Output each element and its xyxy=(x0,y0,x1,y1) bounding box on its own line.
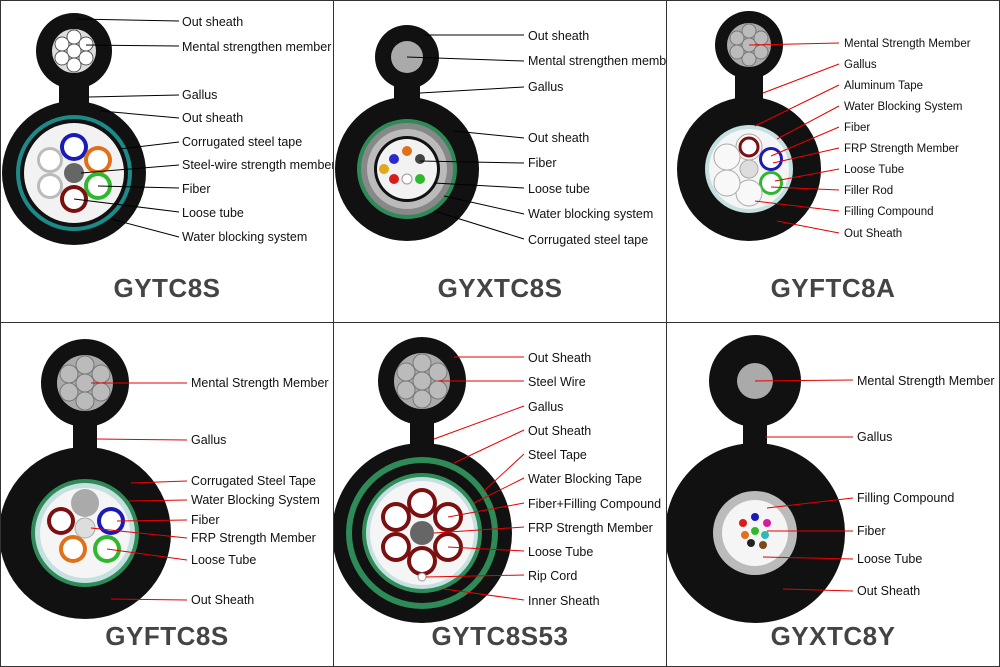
gytc8s-label-6: Steel-wire strength member xyxy=(182,158,334,172)
gyftc8s-label-6: FRP Strength Member xyxy=(191,531,316,545)
gyftc8a-title: GYFTC8A xyxy=(770,273,896,303)
panel-gyftc8s: Mental Strength Member Gallus Corrugated… xyxy=(0,322,334,667)
gytc8s53-label-5: Steel Tape xyxy=(528,448,587,462)
panel-gytc8s: Out sheath Mental strengthen member Gall… xyxy=(0,0,334,323)
gytc8s53-cross-section xyxy=(334,337,525,623)
panel-gyxtc8s: Out sheath Mental strengthen membe Gallu… xyxy=(333,0,667,323)
gyxtc8s-label-2: Mental strengthen membe xyxy=(528,54,667,68)
gyxtc8y-label-2: Gallus xyxy=(857,430,893,444)
gyftc8s-label-8: Out Sheath xyxy=(191,593,255,607)
gyftc8a-label-2: Gallus xyxy=(844,59,877,71)
gytc8s53-title: GYTC8S53 xyxy=(431,621,569,651)
gyftc8a-label-9: Filling Compound xyxy=(844,206,934,218)
gytc8s-label-7: Fiber xyxy=(182,182,211,196)
gyftc8a-label-4: Water Blocking System xyxy=(844,101,963,113)
gyftc8s-label-3: Corrugated Steel Tape xyxy=(191,474,316,488)
gyftc8s-label-2: Gallus xyxy=(191,433,227,447)
gyftc8s-label-5: Fiber xyxy=(191,513,220,527)
gyftc8s-cross-section xyxy=(1,339,188,619)
gyxtc8s-label-6: Loose tube xyxy=(528,182,590,196)
gyxtc8y-label-5: Loose Tube xyxy=(857,552,923,566)
gyxtc8y-label-1: Mental Strength Member xyxy=(857,374,995,388)
gyxtc8y-cross-section xyxy=(667,335,854,623)
gytc8s-label-4: Out sheath xyxy=(182,111,244,125)
gytc8s-label-2: Mental strengthen member xyxy=(182,40,332,54)
gyxtc8s-label-5: Fiber xyxy=(528,156,557,170)
gyxtc8s-label-7: Water blocking system xyxy=(528,207,654,221)
gytc8s53-label-3: Gallus xyxy=(528,400,564,414)
gytc8s-label-1: Out sheath xyxy=(182,15,244,29)
gyxtc8s-cross-section xyxy=(335,25,525,241)
gyftc8a-label-6: FRP Strength Member xyxy=(844,143,959,155)
panel-gytc8s53: Out Sheath Steel Wire Gallus Out Sheath … xyxy=(333,322,667,667)
gyxtc8s-label-1: Out sheath xyxy=(528,29,590,43)
gyftc8s-label-4: Water Blocking System xyxy=(191,493,320,507)
gytc8s53-label-9: Loose Tube xyxy=(528,545,594,559)
gyftc8s-title: GYFTC8S xyxy=(105,621,229,651)
gyxtc8s-title: GYXTC8S xyxy=(437,273,563,303)
gytc8s-label-3: Gallus xyxy=(182,88,218,102)
gytc8s53-label-11: Inner Sheath xyxy=(528,594,600,608)
panel-gyftc8a: Mental Strength Member Gallus Aluminum T… xyxy=(666,0,1000,323)
gytc8s53-label-4: Out Sheath xyxy=(528,424,592,438)
gyftc8a-label-10: Out Sheath xyxy=(844,228,903,240)
gytc8s53-label-8: FRP Strength Member xyxy=(528,521,653,535)
gyftc8a-cross-section xyxy=(677,11,840,241)
gyftc8a-label-5: Fiber xyxy=(844,122,871,134)
gytc8s53-label-2: Steel Wire xyxy=(528,375,586,389)
gytc8s-title: GYTC8S xyxy=(113,273,221,303)
gyftc8a-label-7: Loose Tube xyxy=(844,164,905,176)
gytc8s53-label-7: Fiber+Filling Compound xyxy=(528,497,662,511)
gyftc8s-label-1: Mental Strength Member xyxy=(191,376,329,390)
gytc8s53-label-1: Out Sheath xyxy=(528,351,592,365)
gyxtc8y-label-4: Fiber xyxy=(857,524,886,538)
gyftc8a-label-1: Mental Strength Member xyxy=(844,38,971,50)
gytc8s-label-8: Loose tube xyxy=(182,206,244,220)
gyftc8a-label-8: Filler Rod xyxy=(844,185,894,197)
gyxtc8y-title: GYXTC8Y xyxy=(770,621,896,651)
gyxtc8s-label-4: Out sheath xyxy=(528,131,590,145)
gytc8s53-label-10: Rip Cord xyxy=(528,569,578,583)
panel-gyxtc8y: Mental Strength Member Gallus Filling Co… xyxy=(666,322,1000,667)
gyxtc8y-label-3: Filling Compound xyxy=(857,491,955,505)
gytc8s-label-9: Water blocking system xyxy=(182,230,308,244)
gyftc8a-label-3: Aluminum Tape xyxy=(844,80,924,92)
gytc8s-label-5: Corrugated steel tape xyxy=(182,135,303,149)
gyftc8s-label-7: Loose Tube xyxy=(191,553,257,567)
gytc8s-cross-section xyxy=(2,13,180,245)
gyxtc8s-label-8: Corrugated steel tape xyxy=(528,233,649,247)
gyxtc8y-label-6: Out Sheath xyxy=(857,584,921,598)
gytc8s53-label-6: Water Blocking Tape xyxy=(528,472,642,486)
gyxtc8s-label-3: Gallus xyxy=(528,80,564,94)
